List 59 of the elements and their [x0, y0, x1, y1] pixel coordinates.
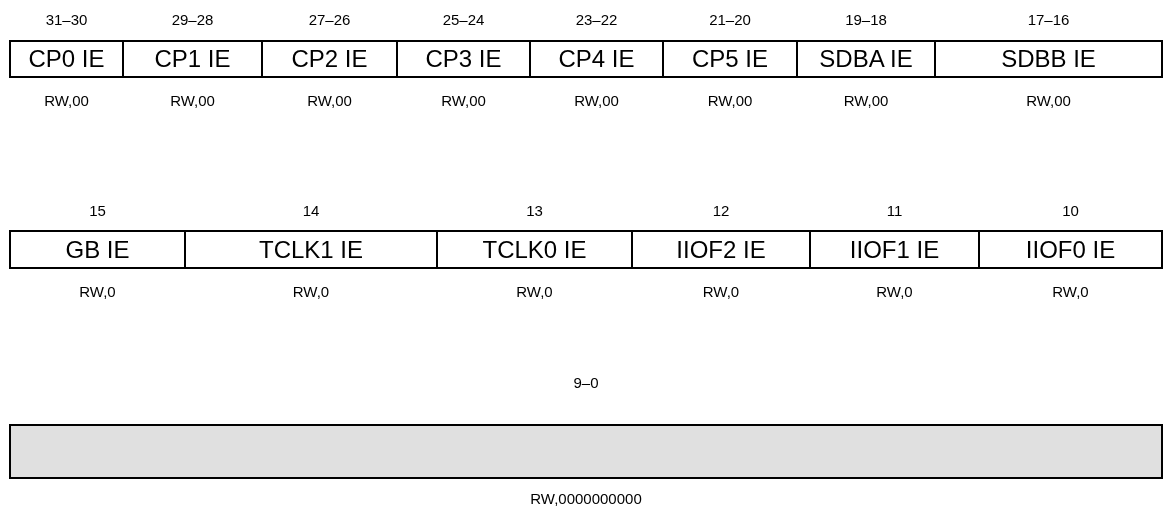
- register-field-box: [184, 230, 438, 269]
- register-field-box: [9, 40, 124, 78]
- field-name: SDBB IE: [1001, 45, 1096, 73]
- register-field-box: [809, 230, 980, 269]
- register-field-box: [631, 230, 811, 269]
- access-label: RW,0: [702, 283, 740, 300]
- field-name: CP5 IE: [692, 45, 768, 73]
- bit-range-label: 15: [89, 202, 106, 219]
- bit-range-label: 31–30: [45, 11, 88, 28]
- register-field-box: [978, 230, 1163, 269]
- access-label: RW,0: [876, 283, 913, 300]
- access-label: RW,00: [1026, 92, 1071, 109]
- field-name: CP2 IE: [291, 45, 368, 73]
- bit-range-label: 10: [1062, 202, 1079, 219]
- field-name: GB IE: [65, 235, 130, 264]
- field-name: TCLK1 IE: [258, 235, 363, 264]
- register-field-box: [796, 40, 936, 78]
- field-name: CP0 IE: [28, 45, 105, 73]
- bit-range-label: 13: [526, 202, 543, 219]
- register-field-box: [122, 40, 263, 78]
- register-field-box: [436, 230, 633, 269]
- access-label: RW,0: [1052, 283, 1089, 300]
- access-label: RW,00: [307, 92, 352, 109]
- bit-range-label: 14: [302, 202, 320, 219]
- access-label: RW,00: [441, 92, 486, 109]
- access-label: RW,0000000000: [530, 490, 642, 507]
- field-name: CP1 IE: [154, 45, 231, 73]
- field-name: IIOF0 IE: [1025, 235, 1116, 264]
- bit-range-label: 25–24: [442, 11, 485, 28]
- bit-range-label: 21–20: [709, 11, 751, 28]
- field-name: CP4 IE: [558, 45, 635, 73]
- register-field-box: [9, 230, 186, 269]
- field-name: IIOF2 IE: [676, 235, 766, 264]
- register-field-box: [934, 40, 1163, 78]
- field-name: TCLK0 IE: [482, 235, 587, 264]
- bit-range-label: 17–16: [1027, 11, 1070, 28]
- access-label: RW,00: [170, 92, 215, 109]
- bit-range-label: 27–26: [308, 11, 351, 28]
- bit-range-label: 9–0: [573, 374, 599, 391]
- bit-range-label: 11: [886, 202, 903, 219]
- access-label: RW,0: [292, 283, 330, 300]
- access-label: RW,00: [843, 92, 889, 109]
- field-name: IIOF1 IE: [849, 235, 940, 264]
- register-field-box: [9, 424, 1163, 479]
- register-field-box: [662, 40, 798, 78]
- access-label: RW,0: [516, 283, 553, 300]
- field-name: SDBA IE: [819, 45, 913, 73]
- bit-range-label: 19–18: [845, 11, 887, 28]
- field-name: CP3 IE: [425, 45, 502, 73]
- register-field-box: [261, 40, 398, 78]
- access-label: RW,00: [574, 92, 619, 109]
- access-label: RW,00: [707, 92, 753, 109]
- register-field-box: [396, 40, 531, 78]
- bit-range-label: 29–28: [171, 11, 214, 28]
- access-label: RW,0: [79, 283, 116, 300]
- access-label: RW,00: [44, 92, 89, 109]
- bit-range-label: 23–22: [575, 11, 618, 28]
- bit-range-label: 12: [712, 202, 730, 219]
- register-field-box: [529, 40, 664, 78]
